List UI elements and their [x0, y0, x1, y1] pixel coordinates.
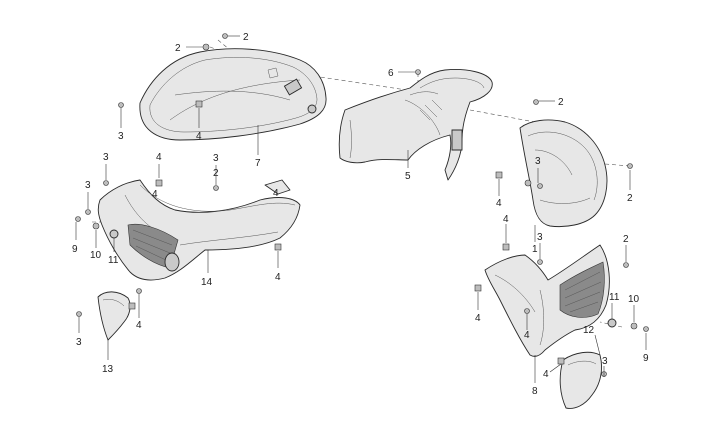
- callout-label: 13: [102, 364, 114, 375]
- callout-label: 2: [558, 97, 564, 108]
- part-14-left-lower-panel: [97, 179, 301, 281]
- callout-label: 4: [136, 320, 142, 331]
- callout-label: 9: [643, 353, 649, 364]
- part-12-right-cover: [559, 351, 603, 409]
- callout-label: 3: [535, 156, 541, 167]
- callout-label: 3: [85, 180, 91, 191]
- callout-label: 4: [273, 188, 279, 199]
- callout-label: 3: [537, 232, 543, 243]
- callout-label: 2: [623, 234, 629, 245]
- callout-label: 2: [175, 43, 181, 54]
- part-7-upper-cover: [139, 48, 327, 141]
- callout-label: 9: [72, 244, 78, 255]
- callout-label: 4: [524, 330, 530, 341]
- callout-label: 12: [583, 325, 595, 336]
- callout-label: 2: [627, 193, 633, 204]
- callout-label: 8: [532, 386, 538, 397]
- callout-label: 3: [213, 153, 219, 164]
- leader-lines: [75, 35, 647, 383]
- callout-label: 1: [532, 244, 538, 255]
- hardware: [75, 33, 649, 377]
- callout-label: 2: [243, 32, 249, 43]
- callout-label: 4: [196, 131, 202, 142]
- callout-label: 5: [405, 171, 411, 182]
- callout-label: 3: [602, 356, 608, 367]
- callout-label: 3: [76, 337, 82, 348]
- callout-label: 7: [255, 158, 261, 169]
- callout-label: 3: [118, 131, 124, 142]
- callout-label: 3: [103, 152, 109, 163]
- callout-label: 10: [628, 294, 640, 305]
- callout-label: 4: [503, 214, 509, 225]
- callout-label: 11: [609, 292, 620, 303]
- part-1-front-fairing: [519, 119, 608, 227]
- callout-label: 4: [543, 369, 549, 380]
- callout-label: 4: [156, 152, 162, 163]
- callout-label: 14: [201, 277, 213, 288]
- callout-labels: 2 2 3 4 7 6 5 2 3 2 4 1 3 4 2 3 3 9 10 1…: [72, 32, 649, 397]
- callout-label: 10: [90, 250, 102, 261]
- part-13-left-bracket: [97, 291, 131, 341]
- callout-label: 4: [152, 189, 158, 200]
- callout-label: 11: [108, 255, 119, 266]
- part-8-right-lower-panel: [484, 244, 610, 357]
- callout-label: 4: [475, 313, 481, 324]
- callout-label: 2: [213, 168, 219, 179]
- callout-label: 4: [496, 198, 502, 209]
- callout-label: 6: [388, 68, 394, 79]
- callout-label: 4: [275, 272, 281, 283]
- part-5-center-housing: [338, 69, 493, 181]
